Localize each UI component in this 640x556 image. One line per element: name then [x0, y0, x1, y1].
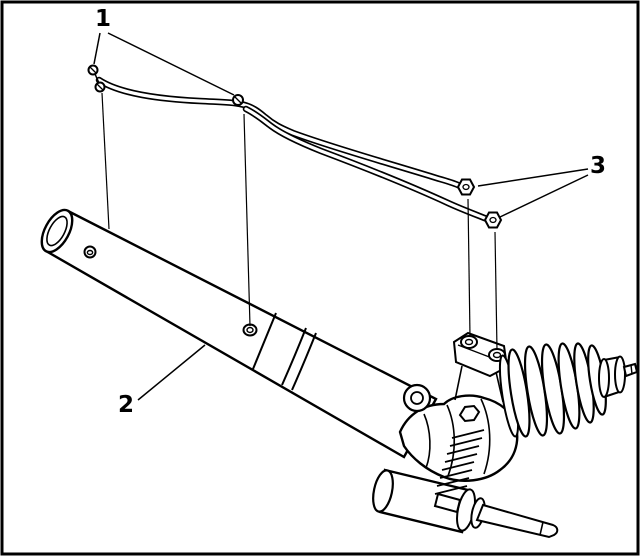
spring-coil [434, 485, 468, 495]
boot-end-ring [614, 355, 626, 394]
housing-detail-line [480, 398, 491, 475]
spring-coil [439, 469, 473, 479]
spring-coil [436, 477, 470, 487]
alignment-line [243, 113, 251, 327]
hydraulic-lines [95, 76, 491, 223]
tie-rod-shaft [475, 503, 559, 539]
tube-collar-ring [291, 332, 317, 391]
bellows-boot [498, 342, 639, 438]
tie-rod-shaft-step [539, 521, 544, 536]
housing-detail-line [446, 404, 456, 477]
stud-top-nut [458, 404, 481, 423]
callout-1-leader [107, 32, 235, 96]
clip-slot [89, 66, 97, 74]
bracket-stem [454, 365, 463, 401]
alignment-line [101, 92, 110, 230]
return-line [244, 107, 489, 221]
callout-2-label: 2 [118, 392, 134, 418]
rack-tube-end-cap-inner [46, 215, 68, 247]
clip-slot [234, 96, 242, 104]
tie-rod-stub-notch [630, 364, 633, 375]
clip-link [94, 73, 100, 84]
line-port-upper-inner [464, 338, 474, 346]
boot-end-ring [598, 358, 610, 398]
mount-bushing-inner [410, 391, 424, 405]
spring-coil [444, 453, 478, 463]
spring-coil [449, 437, 483, 447]
tube-collar-ring [281, 327, 307, 386]
fitting-nut-lower-inner [489, 216, 497, 224]
callout-1-label: 1 [95, 6, 111, 32]
tube-collar-ring [252, 312, 277, 370]
spring-coil [441, 461, 475, 471]
clip-slot [96, 83, 104, 91]
alignment-line [494, 231, 498, 351]
rack-housing-tube [40, 208, 438, 459]
line-fitting-boss-inner [246, 326, 254, 334]
callout-2-leader [137, 344, 206, 401]
inner-tie-rod [372, 468, 559, 539]
alignment-lines [101, 92, 498, 351]
line-fittings [87, 64, 503, 229]
stud-bottom-nut [433, 492, 462, 514]
rack-tube-body [44, 209, 438, 459]
callout-1-leader [93, 32, 101, 65]
adjuster-spring [433, 404, 485, 514]
line-port-lower-inner [492, 351, 502, 359]
tie-rod-socket-cap [372, 469, 394, 513]
callout-3-leader [477, 168, 589, 187]
fitting-nut-upper-inner [462, 183, 470, 191]
pressure-line [97, 78, 462, 188]
mounting-hole-inner [86, 249, 94, 256]
housing-detail-line [423, 413, 431, 469]
spring-coil [446, 445, 480, 455]
alignment-line [467, 198, 471, 338]
spring-coil [451, 429, 485, 439]
callout-3-label: 3 [590, 153, 606, 179]
callout-3-leader [499, 174, 589, 218]
callout-leaders [93, 32, 589, 401]
